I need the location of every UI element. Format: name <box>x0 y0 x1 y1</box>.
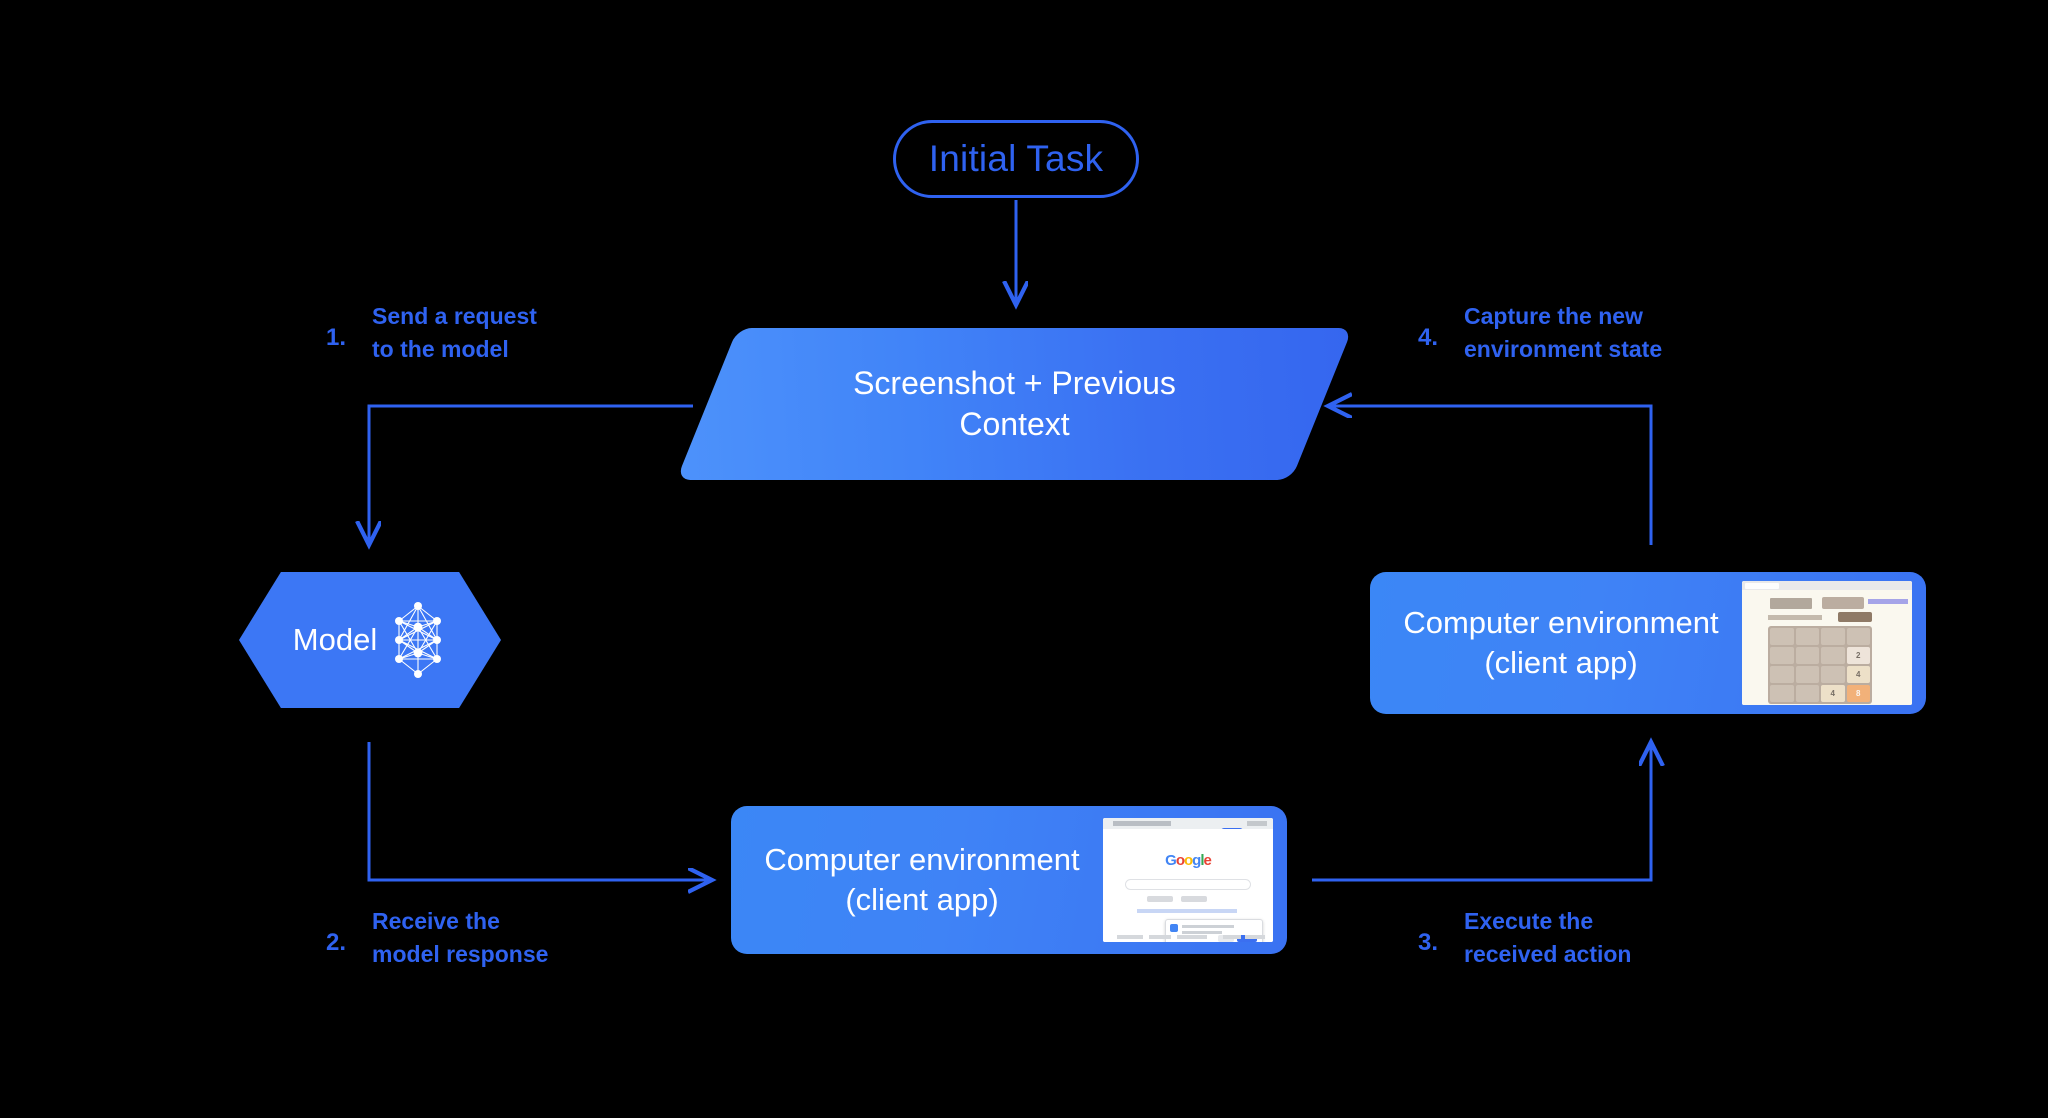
env-bottom-line1: Computer environment <box>764 841 1080 877</box>
connector-env-right-to-context <box>1328 406 1653 545</box>
env-bottom-line2: (client app) <box>845 882 999 917</box>
game-cell <box>1821 628 1845 645</box>
step-2: 2. Receive the model response <box>326 905 548 970</box>
step-1-text: Send a request to the model <box>372 303 537 362</box>
google-logo-letter: o <box>1183 852 1193 869</box>
google-search-button <box>1147 896 1173 902</box>
dialog-text-line <box>1182 925 1234 928</box>
step-2-number: 2. <box>326 929 347 956</box>
game-cell: 2 <box>1846 647 1870 664</box>
connector-env-bottom-to-env-right <box>1312 742 1651 882</box>
context-node[interactable]: Screenshot + Previous Context <box>676 328 1353 480</box>
google-logo-letter: l <box>1200 852 1204 869</box>
step-4: 4. Capture the new environment state <box>1418 300 1662 365</box>
game-score-box <box>1822 597 1864 609</box>
game-cell <box>1795 647 1819 664</box>
game-cell <box>1795 666 1819 683</box>
model-node-label: Model <box>292 622 378 657</box>
neural-network-icon <box>389 599 447 681</box>
env-right-label: Computer environment (client app) <box>1370 603 1742 684</box>
step-1: 1. Send a request to the model <box>326 300 537 365</box>
step-3-text: Execute the received action <box>1464 908 1632 967</box>
connector-context-to-model <box>369 404 693 545</box>
game-cell <box>1770 666 1794 683</box>
game-new-button <box>1838 612 1872 622</box>
game-cell <box>1846 628 1870 645</box>
game-cell <box>1795 628 1819 645</box>
game-cell: 4 <box>1846 666 1870 683</box>
initial-task-node[interactable]: Initial Task <box>893 120 1139 198</box>
context-node-line1: Screenshot + Previous <box>853 365 1176 402</box>
dialog-icon <box>1170 924 1178 932</box>
google-logo-letter: e <box>1203 852 1212 869</box>
model-node-content: Model <box>239 572 501 708</box>
env-right-node[interactable]: Computer environment (client app) <box>1370 572 1926 714</box>
google-lucky-button <box>1181 896 1207 902</box>
game-cell <box>1821 666 1845 683</box>
env-bottom-label: Computer environment (client app) <box>731 840 1103 921</box>
env-right-line1: Computer environment <box>1403 604 1719 640</box>
game-title <box>1770 598 1812 609</box>
env-right-line2: (client app) <box>1484 645 1638 680</box>
game-cell <box>1770 647 1794 664</box>
google-logo-letter: o <box>1175 852 1185 869</box>
game-subtitle <box>1768 615 1822 620</box>
game-cell <box>1770 628 1794 645</box>
model-node-shape <box>239 572 501 708</box>
game-grid: 2 4 4 8 <box>1768 626 1872 704</box>
google-logo-letter: G <box>1165 852 1177 869</box>
step-3: 3. Execute the received action <box>1418 905 1631 970</box>
google-logo-letter: g <box>1192 852 1201 869</box>
step-4-text: Capture the new environment state <box>1464 303 1663 362</box>
env-bottom-node[interactable]: Computer environment (client app) G o o … <box>731 806 1287 954</box>
browser-tab-title <box>1113 821 1171 826</box>
step-1-number: 1. <box>326 324 347 351</box>
google-page-body: G o o g l e <box>1103 829 1273 942</box>
game-header-links <box>1868 599 1908 604</box>
google-search-box <box>1125 879 1251 890</box>
window-controls <box>1247 821 1267 826</box>
context-node-label: Screenshot + Previous Context <box>707 328 1322 480</box>
game-cell <box>1795 685 1819 702</box>
google-footer <box>1103 935 1273 940</box>
google-logo: G o o g l e <box>1165 852 1212 869</box>
game-page-body: 2 4 4 8 <box>1742 590 1912 705</box>
connector-model-to-env-bottom <box>367 742 712 880</box>
step-4-number: 4. <box>1418 324 1439 351</box>
env-right-thumbnail-2048: 2 4 4 8 <box>1742 581 1912 705</box>
model-node[interactable]: Model <box>239 572 501 708</box>
browser-tab <box>1745 582 1779 589</box>
game-cell: 4 <box>1821 685 1845 702</box>
google-language-links <box>1137 909 1237 913</box>
dialog-text-line <box>1182 931 1222 934</box>
env-bottom-thumbnail-google: G o o g l e <box>1103 818 1273 942</box>
game-cell: 8 <box>1846 685 1870 702</box>
step-2-text: Receive the model response <box>372 908 549 967</box>
game-cell <box>1770 685 1794 702</box>
context-node-line2: Context <box>959 406 1070 442</box>
game-cell <box>1821 647 1845 664</box>
initial-task-label: Initial Task <box>928 138 1104 179</box>
step-3-number: 3. <box>1418 929 1439 956</box>
